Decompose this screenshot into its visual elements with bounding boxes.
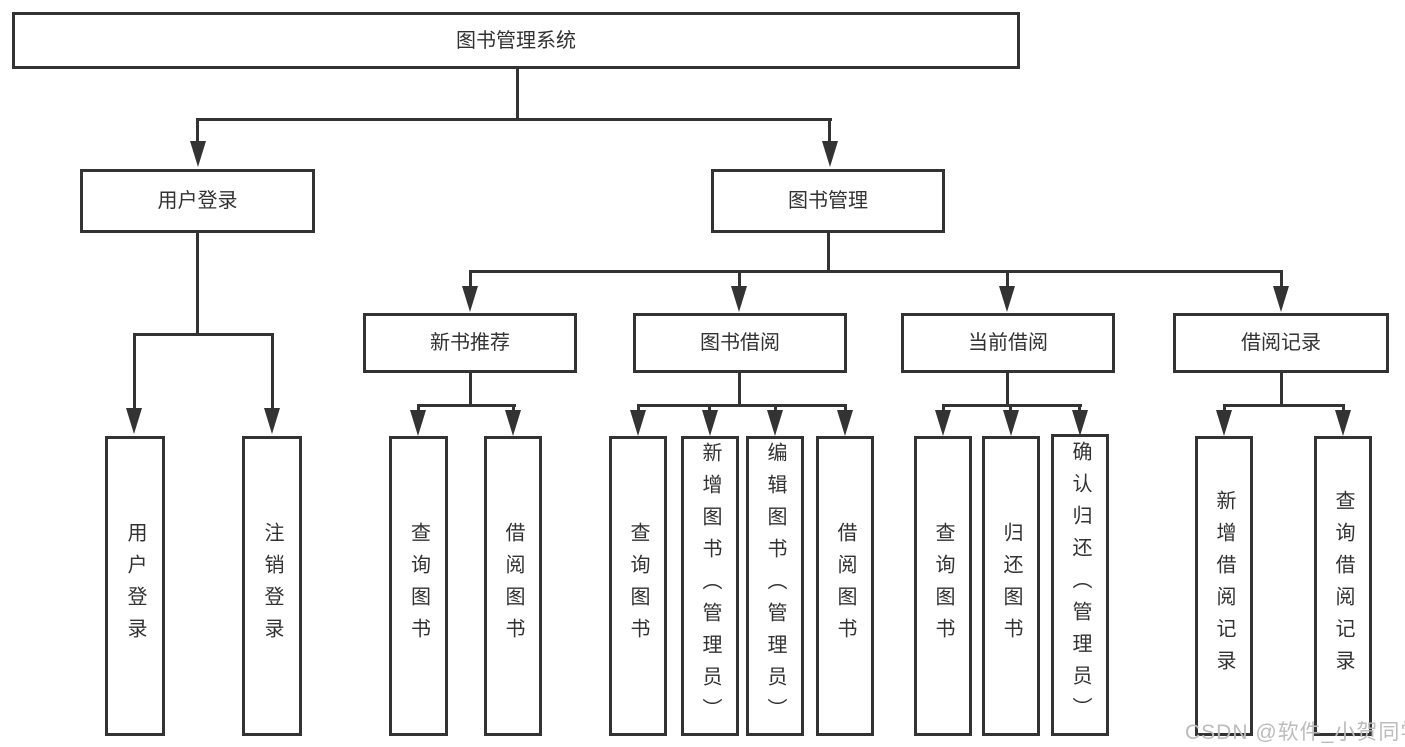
leaf-borrow-books-label: 借阅图书	[834, 522, 856, 650]
connector-line	[942, 404, 945, 412]
leaf-return-book-label: 归还图书	[1000, 522, 1022, 650]
connector-line	[637, 404, 847, 407]
connector-line	[196, 231, 199, 336]
node-current-borrowing: 当前借阅	[901, 313, 1115, 373]
connector-line	[828, 118, 831, 143]
arrow-down-icon	[1072, 410, 1088, 436]
arrow-down-icon	[935, 410, 951, 436]
arrow-down-icon	[1216, 410, 1232, 436]
connector-line	[1006, 270, 1009, 288]
leaf-user-login: 用户登录	[105, 436, 165, 736]
connector-line	[1078, 404, 1081, 412]
leaf-add-book-admin-label: 新增图书（管理员）	[699, 442, 721, 730]
leaf-add-borrow-record: 新增借阅记录	[1195, 436, 1253, 736]
arrow-down-icon	[1003, 410, 1019, 436]
arrow-down-icon	[731, 286, 747, 312]
connector-line	[827, 231, 830, 273]
leaf-add-book-admin: 新增图书（管理员）	[681, 436, 739, 736]
connector-line	[417, 404, 516, 407]
connector-line	[469, 371, 472, 407]
arrow-down-icon	[767, 410, 783, 436]
connector-line	[196, 118, 199, 143]
node-book-borrowing: 图书借阅	[633, 313, 847, 373]
arrow-down-icon	[822, 141, 838, 167]
leaf-query-books-borrowing: 查询图书	[609, 436, 667, 736]
connector-line	[1280, 270, 1283, 288]
leaf-logout: 注销登录	[242, 436, 302, 736]
leaf-borrow-books: 借阅图书	[816, 436, 874, 736]
arrow-down-icon	[264, 408, 280, 434]
leaf-query-borrow-record-label: 查询借阅记录	[1332, 490, 1354, 682]
connector-line	[1223, 404, 1226, 412]
node-new-book-recommend-label: 新书推荐	[430, 332, 510, 354]
connector-line	[133, 333, 274, 336]
leaf-confirm-return-admin: 确认归还（管理员）	[1051, 434, 1109, 736]
arrow-down-icon	[410, 410, 426, 436]
leaf-user-login-label: 用户登录	[124, 522, 146, 650]
leaf-borrow-books-recommend-label: 借阅图书	[502, 522, 524, 650]
connector-line	[512, 404, 515, 412]
connector-line	[469, 270, 472, 288]
connector-line	[516, 66, 519, 121]
arrow-down-icon	[630, 410, 646, 436]
node-library-system-label: 图书管理系统	[456, 29, 576, 52]
node-current-borrowing-label: 当前借阅	[968, 332, 1048, 354]
leaf-borrow-books-recommend: 借阅图书	[484, 436, 542, 736]
leaf-query-books-borrowing-label: 查询图书	[627, 522, 649, 650]
node-user-login: 用户登录	[80, 169, 315, 233]
leaf-query-books-recommend: 查询图书	[389, 436, 448, 736]
leaf-confirm-return-admin-label: 确认归还（管理员）	[1069, 441, 1091, 729]
connector-line	[1342, 404, 1345, 412]
watermark: CSDN @软件_小贺同学	[1185, 721, 1405, 744]
node-book-borrowing-label: 图书借阅	[700, 332, 780, 354]
connector-line	[1223, 404, 1345, 407]
arrow-down-icon	[462, 286, 478, 312]
connector-line	[271, 333, 274, 409]
connector-line	[844, 404, 847, 412]
arrow-down-icon	[190, 141, 206, 167]
node-book-management: 图书管理	[711, 169, 945, 233]
leaf-return-book: 归还图书	[982, 436, 1040, 736]
leaf-add-borrow-record-label: 新增借阅记录	[1213, 490, 1235, 682]
connector-line	[637, 404, 640, 412]
arrow-down-icon	[505, 410, 521, 436]
connector-line	[738, 270, 741, 288]
leaf-query-books-current-label: 查询图书	[932, 522, 954, 650]
connector-line	[1006, 371, 1009, 407]
arrow-down-icon	[1273, 286, 1289, 312]
arrow-down-icon	[1335, 410, 1351, 436]
connector-line	[133, 333, 136, 409]
leaf-query-books-current: 查询图书	[914, 436, 972, 736]
connector-line	[774, 404, 777, 412]
node-new-book-recommend: 新书推荐	[363, 313, 577, 373]
leaf-query-books-recommend-label: 查询图书	[407, 522, 430, 650]
connector-line	[196, 118, 832, 121]
arrow-down-icon	[702, 410, 718, 436]
arrow-down-icon	[999, 286, 1015, 312]
leaf-edit-book-admin-label: 编辑图书（管理员）	[764, 442, 786, 730]
node-user-login-label: 用户登录	[157, 190, 238, 212]
leaf-edit-book-admin: 编辑图书（管理员）	[746, 436, 804, 736]
connector-line	[708, 404, 711, 412]
arrow-down-icon	[837, 410, 853, 436]
node-book-management-label: 图书管理	[788, 190, 868, 212]
connector-line	[469, 270, 1283, 273]
node-library-system: 图书管理系统	[12, 12, 1020, 69]
node-borrowing-records-label: 借阅记录	[1241, 332, 1321, 354]
connector-line	[417, 404, 420, 412]
leaf-query-borrow-record: 查询借阅记录	[1314, 436, 1372, 736]
node-borrowing-records: 借阅记录	[1173, 313, 1389, 373]
leaf-logout-label: 注销登录	[261, 522, 283, 650]
connector-line	[1009, 404, 1012, 412]
arrow-down-icon	[126, 408, 142, 434]
connector-line	[942, 404, 1082, 407]
connector-line	[738, 371, 741, 407]
connector-line	[1280, 371, 1283, 407]
